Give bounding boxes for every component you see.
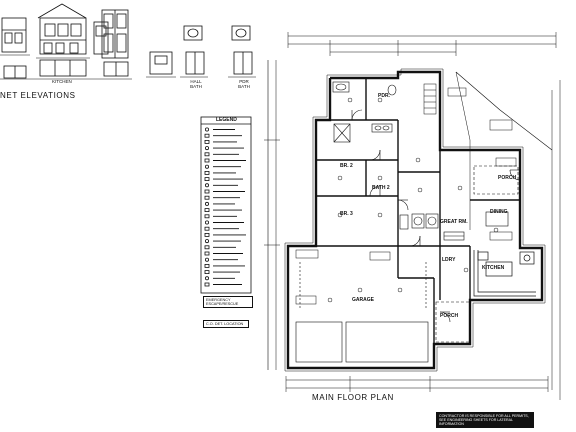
- bath-elevations: [146, 25, 256, 78]
- legend-symbol: [204, 158, 210, 163]
- main-floor-plan-title: MAIN FLOOR PLAN: [312, 393, 394, 402]
- main-floor-plan: [264, 32, 561, 400]
- kitchen-elevation-label: KITCHEN: [52, 79, 72, 84]
- room-porch-bottom: PORCH: [440, 313, 459, 319]
- legend-symbol: [204, 183, 209, 188]
- kitchen-elevations: [0, 3, 132, 80]
- pdr-bath-elevation-label: PDR BATH: [238, 79, 250, 89]
- legend-symbol: [204, 152, 210, 157]
- legend-symbol: [204, 270, 210, 275]
- legend-symbol: [204, 133, 210, 138]
- legend-symbol: [204, 208, 210, 213]
- legend-title: LEGEND: [216, 117, 237, 123]
- room-pdr: PDR.: [378, 93, 390, 99]
- co-detector-note: C.O. DET. LOCATION: [203, 320, 249, 329]
- legend-symbol: [204, 164, 209, 169]
- room-br2: BR. 2: [340, 163, 353, 169]
- legend-symbol: [204, 177, 210, 182]
- room-porch-top: PORCH: [498, 175, 517, 181]
- legend-symbol: [204, 127, 209, 132]
- legend-symbol: [204, 146, 209, 151]
- legend-symbol: [204, 239, 209, 244]
- room-bath2: BATH 2: [372, 185, 390, 191]
- legend-symbol: [204, 257, 209, 262]
- room-great-rm: GREAT RM.: [440, 219, 468, 225]
- hall-bath-elevation-label: HALL BATH: [190, 79, 202, 89]
- legend-symbols: [204, 127, 246, 287]
- legend-box: [200, 116, 252, 294]
- legend-symbol: [204, 170, 210, 175]
- legend-symbol: [204, 226, 210, 231]
- room-laundry: LDRY: [442, 257, 456, 263]
- legend-symbol: [204, 195, 210, 200]
- room-garage: GARAGE: [352, 297, 374, 303]
- room-dining: DINING: [490, 209, 508, 215]
- escape-rescue-note: EMERGENCY ESCAPE/RESCUE: [203, 296, 253, 309]
- legend-symbol: [204, 276, 209, 281]
- legend-symbol: [204, 201, 209, 206]
- legend-symbol: [204, 263, 210, 268]
- room-br3: BR. 3: [340, 211, 353, 217]
- legend-symbol: [204, 251, 210, 256]
- cabinet-elevations-title: NET ELEVATIONS: [0, 91, 76, 100]
- legend-symbol: [204, 139, 210, 144]
- contractor-stamp: CONTRACTOR IS RESPONSIBLE FOR ALL PERMIT…: [436, 412, 534, 428]
- legend-symbol: [204, 214, 210, 219]
- room-kitchen: KITCHEN: [482, 265, 505, 271]
- legend-symbol: [204, 282, 210, 287]
- legend-symbol: [204, 232, 210, 237]
- legend-symbol: [204, 220, 209, 225]
- legend-symbol: [204, 245, 210, 250]
- legend-symbol: [204, 189, 210, 194]
